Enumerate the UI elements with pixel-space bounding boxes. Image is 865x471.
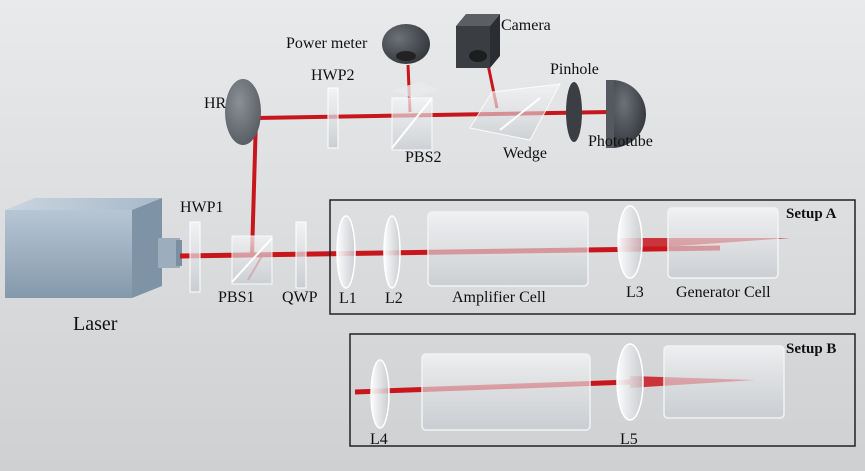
label-l3: L3 [626, 284, 644, 301]
label-setup-b: Setup B [786, 341, 837, 357]
label-pbs1: PBS1 [218, 289, 255, 306]
label-pbs2: PBS2 [405, 149, 442, 166]
label-laser: Laser [73, 313, 118, 335]
phototube-icon [606, 80, 646, 148]
setup-a-frame [329, 199, 856, 315]
pinhole-disk [566, 82, 582, 142]
camera-icon [456, 14, 500, 68]
label-phototube: Phototube [588, 133, 653, 150]
lens-l1 [336, 215, 356, 289]
label-l1: L1 [339, 290, 357, 307]
label-setup-a: Setup A [786, 206, 837, 222]
wedge-optic [469, 83, 561, 141]
lens-l2 [383, 215, 401, 289]
pbs1-cube [231, 235, 273, 285]
label-amplifier-cell: Amplifier Cell [452, 289, 546, 306]
qwp-plate [295, 221, 307, 289]
label-hr: HR [204, 95, 227, 112]
label-l2: L2 [385, 290, 403, 307]
power-meter-icon [382, 24, 430, 64]
label-qwp: QWP [282, 289, 318, 306]
label-hwp1: HWP1 [180, 199, 224, 216]
setup-b-generator-body [663, 345, 785, 419]
hwp1-plate [189, 221, 201, 293]
generator-cell-body [667, 207, 779, 279]
label-l4: L4 [370, 431, 388, 448]
lens-l3 [617, 205, 643, 279]
label-wedge: Wedge [503, 145, 548, 162]
mirror-icon [225, 79, 261, 145]
setup-b-cell-body [421, 353, 591, 431]
lens-l4 [370, 359, 390, 429]
lens-l5 [616, 343, 644, 421]
setup-b-frame [349, 333, 856, 447]
label-hwp2: HWP2 [311, 67, 355, 84]
hwp2-plate [327, 87, 339, 149]
label-pinhole: Pinhole [550, 61, 599, 78]
label-power-meter: Power meter [286, 35, 368, 52]
label-l5: L5 [620, 431, 638, 448]
label-generator-cell: Generator Cell [676, 284, 771, 301]
laser-source-icon [5, 198, 182, 298]
label-camera: Camera [501, 17, 551, 34]
pbs2-cube [391, 82, 440, 151]
amplifier-cell-body [427, 211, 589, 287]
